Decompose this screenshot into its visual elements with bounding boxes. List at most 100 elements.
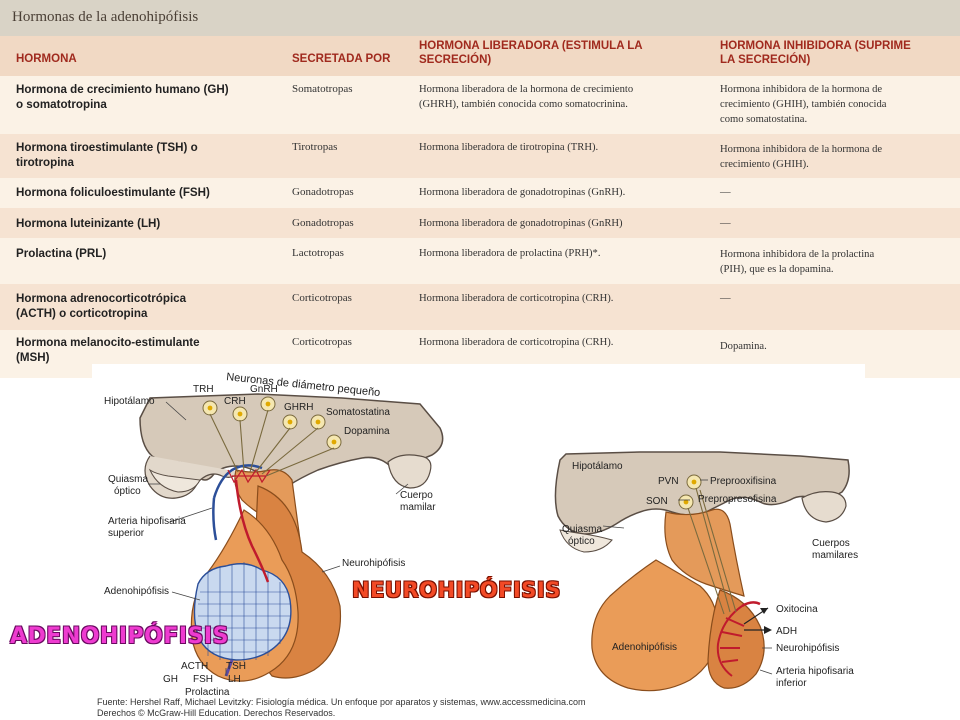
cell-line: como somatostatina. bbox=[720, 114, 808, 125]
son-label: SON bbox=[646, 496, 668, 507]
table-header-row: HORMONA SECRETADA POR HORMONA LIBERADORA… bbox=[0, 36, 960, 76]
left-adenohipofisis-label: Adenohipófisis bbox=[104, 586, 169, 597]
trh-label: TRH bbox=[193, 384, 214, 395]
cell-grid-lines-v bbox=[207, 562, 281, 662]
left-diagram: Neuronas de diámetro pequeño Hipotálamo … bbox=[104, 371, 444, 698]
right-release-arrows bbox=[743, 607, 772, 634]
right-adenohipofisis-label: Adenohipófisis bbox=[612, 642, 677, 653]
cell-secretada: Lactotropas bbox=[292, 247, 344, 259]
cell-secretada: Somatotropas bbox=[292, 83, 353, 95]
cell-inhibidora: Hormona inhibidora de la prolactina (PIH… bbox=[720, 247, 948, 277]
cell-line: Hormona adrenocorticotrópica bbox=[16, 292, 187, 305]
cell-inhibidora: — bbox=[720, 218, 731, 229]
ghrh-label: GHRH bbox=[284, 402, 313, 413]
cell-secretada: Gonadotropas bbox=[292, 186, 354, 198]
cell-inhibidora: Hormona inhibidora de la hormona de crec… bbox=[720, 82, 948, 127]
cell-line: (GHRH), también conocida como somatocrin… bbox=[419, 99, 628, 110]
cell-line: o somatotropina bbox=[16, 98, 107, 111]
cell-liberadora: Hormona liberadora de corticotropina (CR… bbox=[419, 337, 614, 348]
cell-liberadora: Hormona liberadora de la hormona de crec… bbox=[419, 82, 711, 112]
right-hipotalamo-label: Hipotálamo bbox=[572, 461, 623, 472]
pointer-cuerpo-mamilar bbox=[395, 483, 409, 495]
source-credit: Fuente: Hershel Raff, Michael Levitzky: … bbox=[97, 697, 586, 707]
prepropresofisina-label: Prepropresofisina bbox=[698, 494, 777, 505]
cell-line: (ACTH) o corticotropina bbox=[16, 307, 148, 320]
header-liberadora: HORMONA LIBERADORA (ESTIMULA LA SECRECIÓ… bbox=[419, 39, 643, 67]
arteria-superior-label-2: superior bbox=[108, 528, 145, 539]
header-inhibidora: HORMONA INHIBIDORA (SUPRIME LA SECRECIÓN… bbox=[720, 39, 911, 67]
right-adenohypophysis-lobe bbox=[591, 559, 719, 692]
cell-line: Hormona melanocito-estimulante bbox=[16, 336, 200, 349]
cell-secretada: Corticotropas bbox=[292, 336, 352, 348]
cell-liberadora: Hormona liberadora de prolactina (PRH)*. bbox=[419, 248, 601, 259]
pointer-inferior-artery bbox=[759, 669, 773, 675]
table-row: Hormona luteinizante (LH) Gonadotropas H… bbox=[0, 208, 960, 238]
left-quiasma-label-2: óptico bbox=[114, 486, 141, 497]
gh-label: GH bbox=[163, 674, 178, 685]
cuerpos-mamilares-label-1: Cuerpos bbox=[812, 538, 850, 549]
cell-line: crecimiento (GHIH). bbox=[720, 159, 809, 170]
left-portal-vessel-red bbox=[234, 479, 270, 583]
header-secretada: SECRETADA POR bbox=[292, 53, 391, 65]
right-inferior-artery-vessels bbox=[716, 605, 745, 677]
cell-hormona: Hormona foliculoestimulante (FSH) bbox=[16, 186, 210, 199]
table-row: Prolactina (PRL) Lactotropas Hormona lib… bbox=[0, 238, 960, 284]
cell-hormona: Hormona tiroestimulante (TSH) o tirotrop… bbox=[16, 140, 284, 170]
cell-grid bbox=[198, 562, 291, 662]
left-neurohipofisis-label: Neurohipófisis bbox=[342, 558, 405, 569]
left-hipotalamo-label: Hipotálamo bbox=[104, 396, 155, 407]
pointer-right-quiasma bbox=[602, 525, 625, 529]
cell-secretada: Tirotropas bbox=[292, 141, 338, 153]
fsh-label: FSH bbox=[193, 674, 213, 685]
right-quiasma-label-1: Quiasma bbox=[562, 524, 602, 535]
header-inhibidora-line: HORMONA INHIBIDORA (SUPRIME bbox=[720, 40, 911, 52]
tsh-label: TSH bbox=[226, 661, 246, 672]
cell-line: Hormona liberadora de la hormona de crec… bbox=[419, 84, 634, 95]
left-quiasma-label-1: Quiasma bbox=[108, 474, 148, 485]
cell-hormona: Prolactina (PRL) bbox=[16, 247, 107, 260]
header-liberadora-line: HORMONA LIBERADORA (ESTIMULA LA bbox=[419, 40, 643, 52]
right-neuron-axons bbox=[687, 487, 737, 615]
cell-line: Hormona tiroestimulante (TSH) o bbox=[16, 141, 198, 154]
header-hormona: HORMONA bbox=[16, 53, 77, 65]
cuerpos-mamilares-label-2: mamilares bbox=[812, 550, 858, 561]
arteria-inferior-label-1: Arteria hipofisaria bbox=[776, 666, 854, 677]
cell-hormona: Hormona adrenocorticotrópica (ACTH) o co… bbox=[16, 291, 284, 321]
cell-line: Hormona inhibidora de la hormona de bbox=[720, 84, 883, 95]
hormone-table: Hormonas de la adenohipófisis HORMONA SE… bbox=[0, 0, 960, 378]
cell-secretada: Corticotropas bbox=[292, 292, 352, 304]
crh-label: CRH bbox=[224, 396, 246, 407]
left-superior-hypophyseal-artery bbox=[212, 464, 263, 499]
cell-line: Hormona inhibidora de la hormona de bbox=[720, 144, 883, 155]
right-diagram: Hipotálamo PVN SON Preprooxifisina Prepr… bbox=[554, 451, 858, 692]
left-pointer-lines bbox=[148, 401, 409, 676]
pointer-hipotalamo bbox=[165, 401, 187, 421]
arteria-inferior-label-2: inferior bbox=[776, 678, 807, 689]
cell-secretada: Gonadotropas bbox=[292, 217, 354, 229]
right-quiasma-label-2: óptico bbox=[568, 536, 595, 547]
right-pointer-lines bbox=[602, 479, 773, 675]
left-optic-chiasm bbox=[148, 468, 201, 493]
cuerpo-mamilar-label-2: mamilar bbox=[400, 502, 436, 513]
cell-line: Hormona inhibidora de la prolactina bbox=[720, 249, 875, 260]
header-inhibidora-line: LA SECRECIÓN) bbox=[720, 54, 811, 66]
pvn-label: PVN bbox=[658, 476, 679, 487]
oxitocina-label: Oxitocina bbox=[776, 604, 818, 615]
left-outflow-vein bbox=[224, 659, 234, 677]
cell-line: tirotropina bbox=[16, 156, 74, 169]
right-optic-chiasm bbox=[559, 529, 613, 553]
cell-hormona: Hormona melanocito-estimulante (MSH) bbox=[16, 335, 284, 365]
cell-liberadora: Hormona liberadora de gonadotropinas (Gn… bbox=[419, 218, 623, 229]
prolactina-label: Prolactina bbox=[185, 687, 230, 698]
cell-liberadora: Hormona liberadora de tirotropina (TRH). bbox=[419, 142, 599, 153]
cell-hormona: Hormona luteinizante (LH) bbox=[16, 217, 161, 230]
table-title-bar: Hormonas de la adenohipófisis bbox=[0, 0, 960, 36]
pointer-adenohipofisis bbox=[171, 591, 201, 601]
right-pituitary-stalk bbox=[664, 508, 745, 597]
cell-inhibidora: Hormona inhibidora de la hormona de crec… bbox=[720, 142, 948, 172]
table-row: Hormona adrenocorticotrópica (ACTH) o co… bbox=[0, 284, 960, 330]
dopamina-label: Dopamina bbox=[344, 426, 390, 437]
adenohipofisis-overlay-label: ADENOHIPÓFISIS bbox=[10, 624, 229, 649]
neurohipofisis-overlay-label: NEUROHIPÓFISIS bbox=[352, 578, 561, 602]
pointer-arteria bbox=[169, 507, 213, 523]
